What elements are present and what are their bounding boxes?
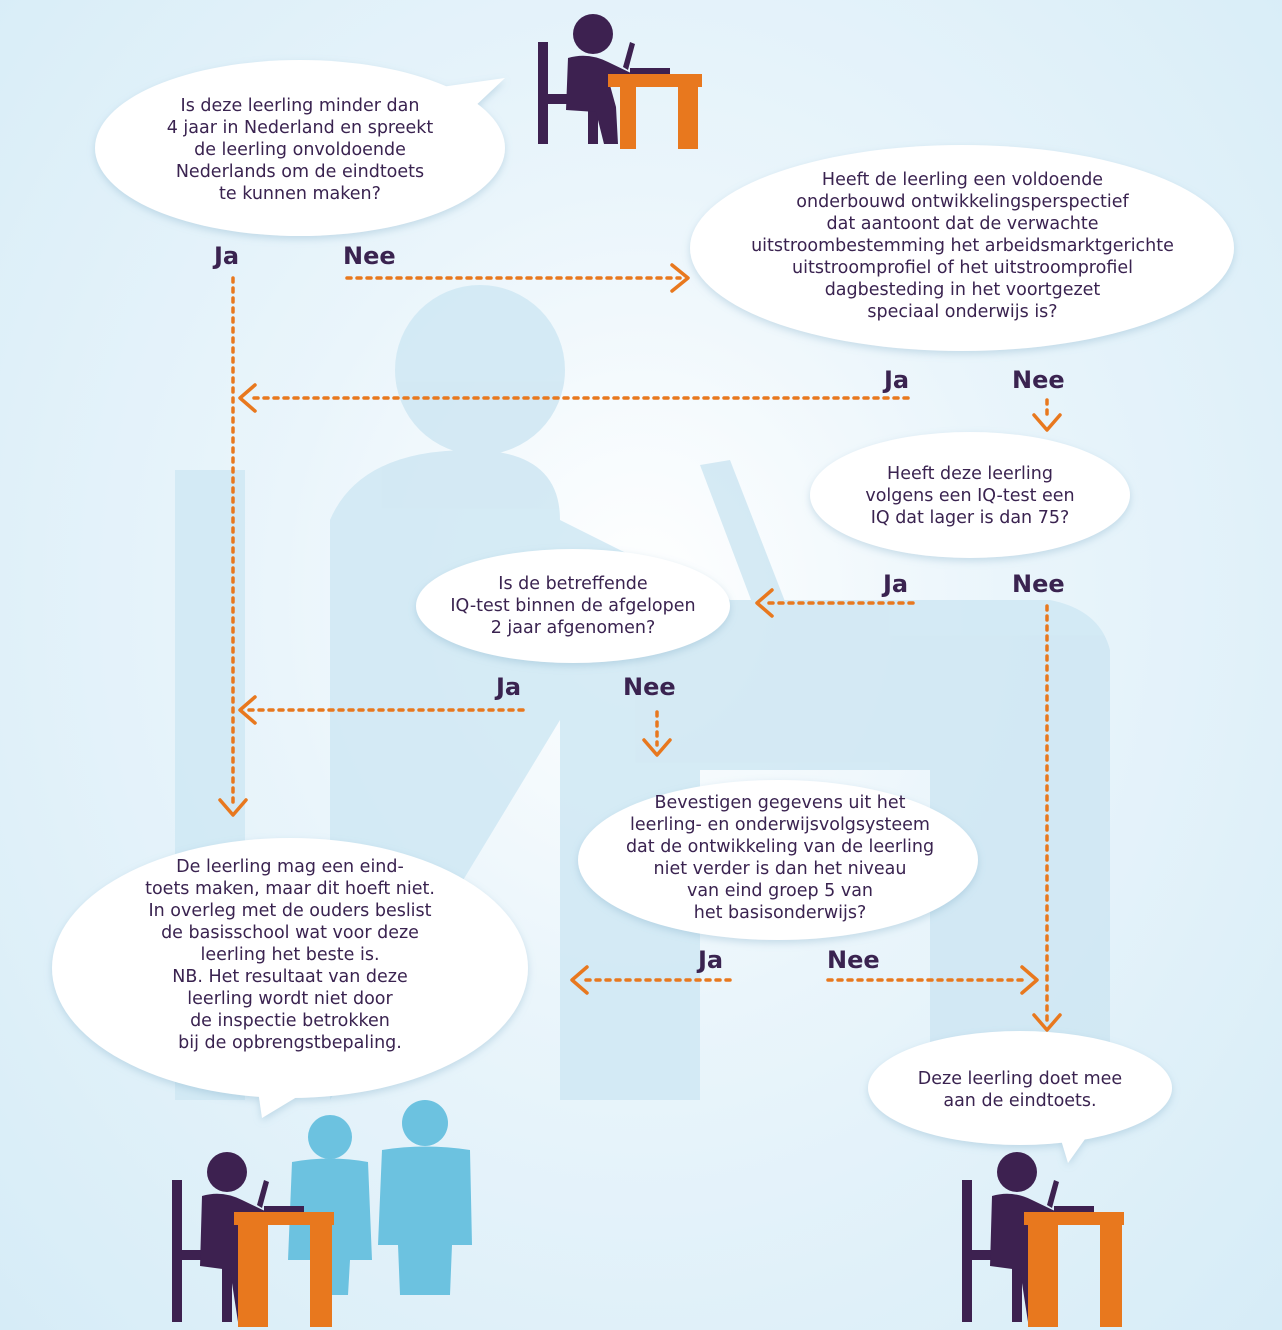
- question-3-text: Heeft deze leerling volgens een IQ-test …: [865, 463, 1075, 528]
- label-yes-q4: Ja: [496, 673, 522, 701]
- connectors: [231, 276, 1049, 1022]
- arrowhead-down-1: [218, 798, 248, 817]
- question-1-text: Is deze leerling minder dan 4 jaar in Ne…: [166, 96, 434, 204]
- arrowhead-left-3: [238, 695, 257, 725]
- arrowhead-down-3: [642, 738, 672, 757]
- label-yes-q1: Ja: [214, 242, 240, 270]
- label-yes-q3: Ja: [883, 570, 909, 598]
- arrowhead-left-1: [238, 383, 257, 413]
- student-at-desk-icon: [538, 14, 702, 149]
- arrowhead-left-4: [570, 965, 589, 995]
- question-5: Bevestigen gegevens uit het leerling- en…: [580, 788, 980, 928]
- outcome-exempt: De leerling mag een eind- toets maken, m…: [60, 850, 520, 1060]
- label-yes-q2: Ja: [884, 366, 910, 394]
- outcome-participates-text: Deze leerling doet mee aan de eindtoets.: [917, 1068, 1123, 1111]
- arrowhead-down-2: [1032, 413, 1062, 432]
- outcome-exempt-text: De leerling mag een eind- toets maken, m…: [145, 857, 435, 1053]
- arrowhead-left-2: [755, 588, 774, 618]
- arrowheads: [218, 263, 1062, 1032]
- question-4-text: Is de betreffende IQ-test binnen de afge…: [450, 574, 696, 638]
- bubbles: [52, 60, 1234, 1163]
- student-at-desk-icon-right: [962, 1152, 1124, 1327]
- question-2-text: Heeft de leerling een voldoende onderbou…: [751, 169, 1174, 322]
- arrowhead-right-1: [670, 263, 690, 293]
- question-1: Is deze leerling minder dan 4 jaar in Ne…: [100, 90, 500, 210]
- arrowhead-right-2: [1020, 965, 1039, 995]
- student-at-desk-icon-left: [172, 1152, 334, 1327]
- label-no-q5: Nee: [827, 946, 880, 974]
- question-3: Heeft deze leerling volgens een IQ-test …: [810, 458, 1130, 533]
- label-no-q1: Nee: [343, 242, 396, 270]
- label-no-q4: Nee: [623, 673, 676, 701]
- outcome-participates: Deze leerling doet mee aan de eindtoets.: [870, 1062, 1170, 1117]
- question-4: Is de betreffende IQ-test binnen de afge…: [416, 570, 730, 642]
- label-no-q3: Nee: [1012, 570, 1065, 598]
- label-no-q2: Nee: [1012, 366, 1065, 394]
- question-5-text: Bevestigen gegevens uit het leerling- en…: [625, 793, 935, 923]
- question-2: Heeft de leerling een voldoende onderbou…: [690, 163, 1235, 328]
- arrowhead-down-4: [1032, 1013, 1062, 1032]
- label-yes-q5: Ja: [698, 946, 724, 974]
